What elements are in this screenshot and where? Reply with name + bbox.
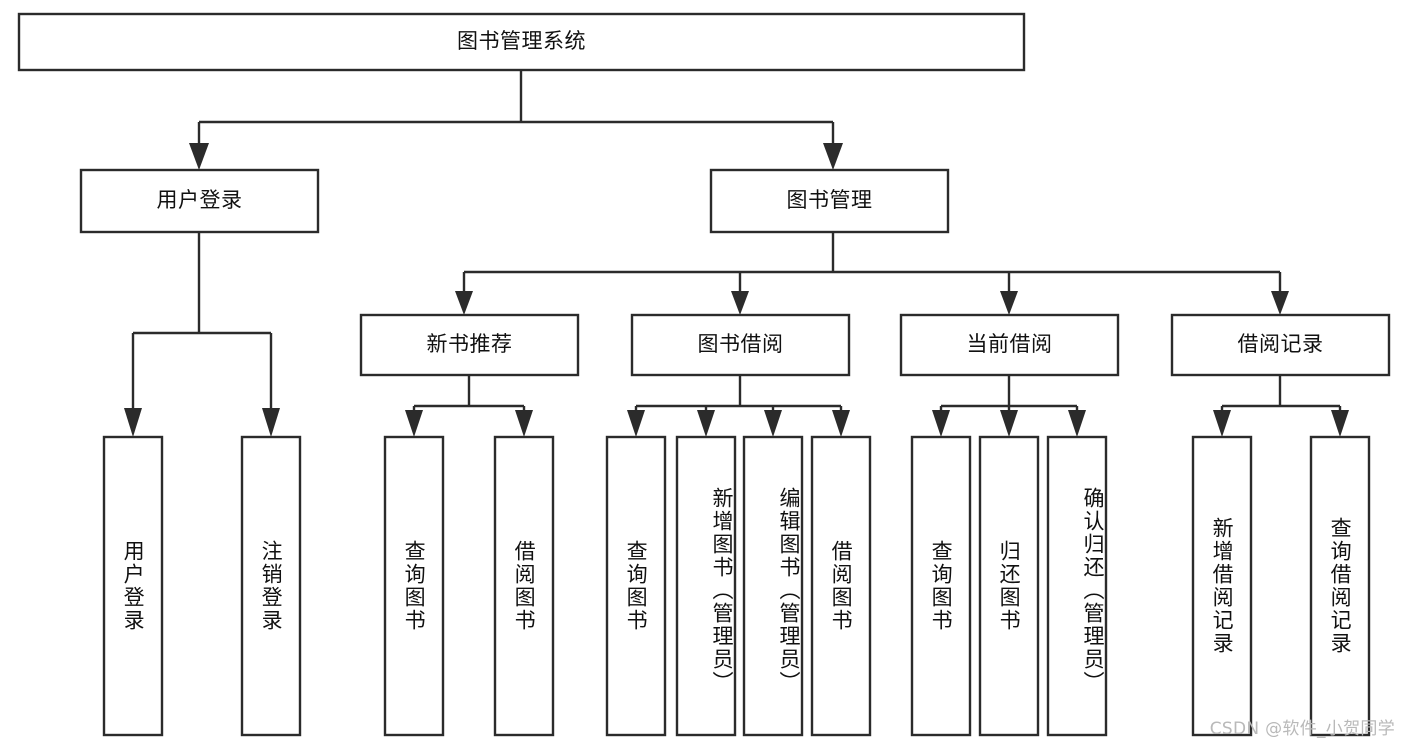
arrow-head-borrow-record [1271, 291, 1289, 315]
arrow-head-book-manage [823, 143, 843, 170]
node-box-leaf-edit-book[interactable] [742, 435, 804, 737]
node-box-current-borrow[interactable] [899, 313, 1120, 377]
arrow-head-leaf-query-record [1331, 410, 1349, 437]
arrow-head-leaf-confirm-return [1068, 410, 1086, 437]
node-box-book-manage[interactable] [709, 168, 950, 234]
node-box-leaf-borrow-book-2[interactable] [810, 435, 872, 737]
node-box-leaf-user-login[interactable] [102, 435, 164, 737]
arrow-head-new-book-recommend [455, 291, 473, 315]
arrow-head-leaf-user-logout [262, 408, 280, 437]
node-box-leaf-user-logout[interactable] [240, 435, 302, 737]
node-box-leaf-borrow-book-1[interactable] [493, 435, 555, 737]
node-box-new-book-recommend[interactable] [359, 313, 580, 377]
node-box-leaf-add-record[interactable] [1191, 435, 1253, 737]
node-box-leaf-query-record[interactable] [1309, 435, 1371, 737]
arrow-head-book-borrow [731, 291, 749, 315]
node-box-leaf-return-book[interactable] [978, 435, 1040, 737]
node-box-borrow-record[interactable] [1170, 313, 1391, 377]
node-box-leaf-query-book-1[interactable] [383, 435, 445, 737]
arrow-head-leaf-add-book [697, 410, 715, 437]
node-box-leaf-add-book[interactable] [675, 435, 737, 737]
arrow-head-leaf-query-book-1 [405, 410, 423, 437]
arrow-head-user-login [189, 143, 209, 170]
node-box-root[interactable] [17, 12, 1026, 72]
node-box-leaf-query-book-2[interactable] [605, 435, 667, 737]
arrow-head-leaf-user-login [124, 408, 142, 437]
node-box-leaf-query-book-3[interactable] [910, 435, 972, 737]
node-box-user-login[interactable] [79, 168, 320, 234]
arrow-head-leaf-query-book-3 [932, 410, 950, 437]
arrow-head-current-borrow [1000, 291, 1018, 315]
arrow-head-leaf-add-record [1213, 410, 1231, 437]
arrow-head-leaf-borrow-book-2 [832, 410, 850, 437]
arrow-head-leaf-return-book [1000, 410, 1018, 437]
arrow-head-leaf-edit-book [764, 410, 782, 437]
node-box-leaf-confirm-return[interactable] [1046, 435, 1108, 737]
arrow-head-leaf-borrow-book-1 [515, 410, 533, 437]
arrow-head-leaf-query-book-2 [627, 410, 645, 437]
node-box-book-borrow[interactable] [630, 313, 851, 377]
